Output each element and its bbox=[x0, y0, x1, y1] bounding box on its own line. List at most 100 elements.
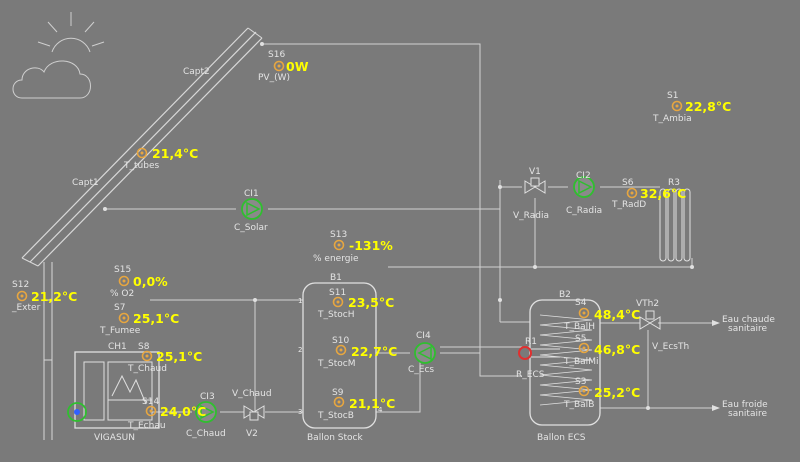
resistor-label: R_ECS bbox=[516, 370, 545, 380]
pump-c-ecs[interactable] bbox=[414, 342, 436, 364]
dhw-tank-id: B2 bbox=[559, 290, 571, 300]
sensor-s7[interactable]: S7 25,1°C T_Fumee bbox=[99, 303, 179, 336]
sensor-s8-value: 25,1°C bbox=[156, 349, 202, 364]
radiator-label: R3 bbox=[668, 178, 680, 188]
hot-water-arrow-icon bbox=[712, 320, 720, 326]
sensor-s15-value: 0,0% bbox=[133, 274, 168, 289]
svg-text:4: 4 bbox=[378, 406, 383, 414]
storage-tank bbox=[302, 282, 377, 429]
wood-boiler bbox=[74, 351, 160, 429]
sensor-s15-name: % O2 bbox=[110, 289, 134, 299]
sensor-s5-value: 46,8°C bbox=[594, 342, 640, 357]
sensor-s4-id: S4 bbox=[575, 298, 587, 308]
sensor-s4-name: T_BalH bbox=[563, 322, 595, 332]
pump-c-solar-id: CI1 bbox=[244, 189, 259, 199]
pump-c-chaud[interactable] bbox=[195, 401, 217, 423]
valve-v-ecsth-id: VTh2 bbox=[636, 299, 659, 309]
pump-icon bbox=[578, 179, 593, 195]
pump-c-solar[interactable] bbox=[241, 198, 263, 220]
sensor-s13-name: % energie bbox=[313, 254, 359, 264]
boiler-fan-icon bbox=[67, 402, 87, 422]
sensor-s3-id: S3 bbox=[575, 377, 586, 387]
storage-tank-id: B1 bbox=[330, 273, 342, 283]
pump-c-chaud-label: C_Chaud bbox=[186, 429, 226, 439]
valve-v-chaud-id: V2 bbox=[246, 429, 258, 439]
sensor-s14-id: S14 bbox=[142, 397, 159, 407]
sensor-s4-value: 48,4°C bbox=[594, 307, 640, 322]
sensor-s11[interactable]: S11 23,5°C T_StocH bbox=[317, 288, 394, 320]
sensor-s8[interactable]: S8 25,1°C T_Chaud bbox=[127, 342, 202, 374]
sensor-s9[interactable]: S9 21,1°C T_StocB bbox=[317, 388, 395, 421]
resistor-r-ecs[interactable] bbox=[518, 346, 560, 360]
svg-text:1: 1 bbox=[298, 297, 302, 305]
sensor-s6[interactable]: S6 32,6°C T_RadD bbox=[611, 178, 686, 210]
valve-v-radia-label: V_Radia bbox=[513, 211, 549, 221]
sensor-s10[interactable]: S10 22,7°C T_StocM bbox=[317, 336, 397, 369]
cold-water-label-2: sanitaire bbox=[728, 409, 767, 419]
pump-c-radia-id: CI2 bbox=[576, 171, 591, 181]
pump-c-solar-label: C_Solar bbox=[234, 223, 268, 233]
pump-c-radia[interactable] bbox=[573, 176, 595, 198]
valve-v-radia[interactable] bbox=[524, 177, 546, 194]
sensor-s14[interactable]: S14 24,0°C T_Echau bbox=[127, 397, 206, 431]
boiler-id: CH1 bbox=[108, 342, 127, 352]
sensor-s12[interactable]: S12 21,2°C _Exter bbox=[11, 280, 77, 313]
weather-cloud-sun-icon bbox=[12, 12, 105, 99]
sensor-s11-id: S11 bbox=[329, 288, 346, 298]
sensor-s10-name: T_StocM bbox=[317, 359, 355, 369]
cold-water-arrow-icon bbox=[712, 405, 720, 411]
dhw-tank bbox=[529, 299, 601, 426]
sensor-s14-value: 24,0°C bbox=[160, 404, 206, 419]
sensor-s16[interactable]: S16 0W PV_(W) bbox=[258, 50, 309, 83]
sensor-s16-id: S16 bbox=[268, 50, 285, 60]
collector-1-label: Capt1 bbox=[72, 178, 99, 188]
valve-v-radia-id: V1 bbox=[529, 167, 541, 177]
sensor-s16-value: 0W bbox=[286, 59, 309, 74]
resistor-id: R1 bbox=[525, 337, 537, 347]
sensor-s6-value: 32,6°C bbox=[640, 186, 686, 201]
sensor-s3[interactable]: S3 25,2°C T_BalB bbox=[563, 377, 640, 410]
sensor-s2-value: 21,4°C bbox=[152, 146, 198, 161]
sensor-s1[interactable]: S1 22,8°C T_Ambia bbox=[652, 91, 731, 124]
pump-icon bbox=[417, 345, 432, 361]
valve-v-ecsth[interactable] bbox=[639, 310, 661, 330]
sensor-s7-id: S7 bbox=[114, 303, 125, 313]
dhw-tank-coil bbox=[539, 314, 593, 406]
valve-v-chaud[interactable] bbox=[243, 405, 265, 421]
pump-c-radia-label: C_Radia bbox=[566, 206, 602, 216]
sensor-s6-name: T_RadD bbox=[611, 200, 646, 210]
pump-c-ecs-label: C_Ecs bbox=[408, 365, 434, 375]
sensor-s5[interactable]: S5 46,8°C T_BalMi bbox=[563, 334, 640, 367]
sensor-s12-id: S12 bbox=[12, 280, 29, 290]
valve-v-chaud-label: V_Chaud bbox=[232, 389, 272, 399]
sensor-s11-name: T_StocH bbox=[317, 310, 354, 320]
sensor-s7-value: 25,1°C bbox=[133, 311, 179, 326]
sensor-s1-name: T_Ambia bbox=[652, 114, 692, 124]
storage-tank-label: Ballon Stock bbox=[307, 433, 363, 443]
sensor-s5-id: S5 bbox=[575, 334, 586, 344]
sensor-s12-name: _Exter bbox=[11, 303, 41, 313]
sensors-layer: S16 0W PV_(W) S1 22,8°C T_Ambia S6 32,6°… bbox=[11, 50, 731, 431]
sensor-s15[interactable]: S15 0,0% % O2 bbox=[110, 265, 168, 299]
sensor-s3-name: T_BalB bbox=[563, 400, 594, 410]
pump-icon bbox=[246, 201, 261, 217]
sensor-s6-id: S6 bbox=[622, 178, 634, 188]
cold-water-label-1: Eau froide bbox=[722, 400, 768, 410]
hot-water-label-2: sanitaire bbox=[728, 324, 767, 334]
pump-c-chaud-id: CI3 bbox=[200, 392, 215, 402]
sensor-s13[interactable]: S13 -131% % energie bbox=[313, 230, 393, 264]
sensor-s7-name: T_Fumee bbox=[99, 326, 141, 336]
sensor-s4[interactable]: S4 48,4°C T_BalH bbox=[563, 298, 640, 332]
sensor-s2[interactable]: 21,4°C T_tubes bbox=[123, 146, 198, 171]
sensor-s9-name: T_StocB bbox=[317, 411, 354, 421]
svg-text:3: 3 bbox=[298, 408, 302, 416]
sensor-s5-name: T_BalMi bbox=[563, 357, 598, 367]
pipe-junctions bbox=[103, 42, 694, 410]
sensor-s8-name: T_Chaud bbox=[127, 364, 167, 374]
sensor-s16-name: PV_(W) bbox=[258, 73, 290, 83]
sensor-s13-id: S13 bbox=[330, 230, 347, 240]
collector-2-label: Capt2 bbox=[183, 67, 210, 77]
sensor-s10-value: 22,7°C bbox=[351, 344, 397, 359]
pump-c-ecs-id: CI4 bbox=[416, 331, 431, 341]
